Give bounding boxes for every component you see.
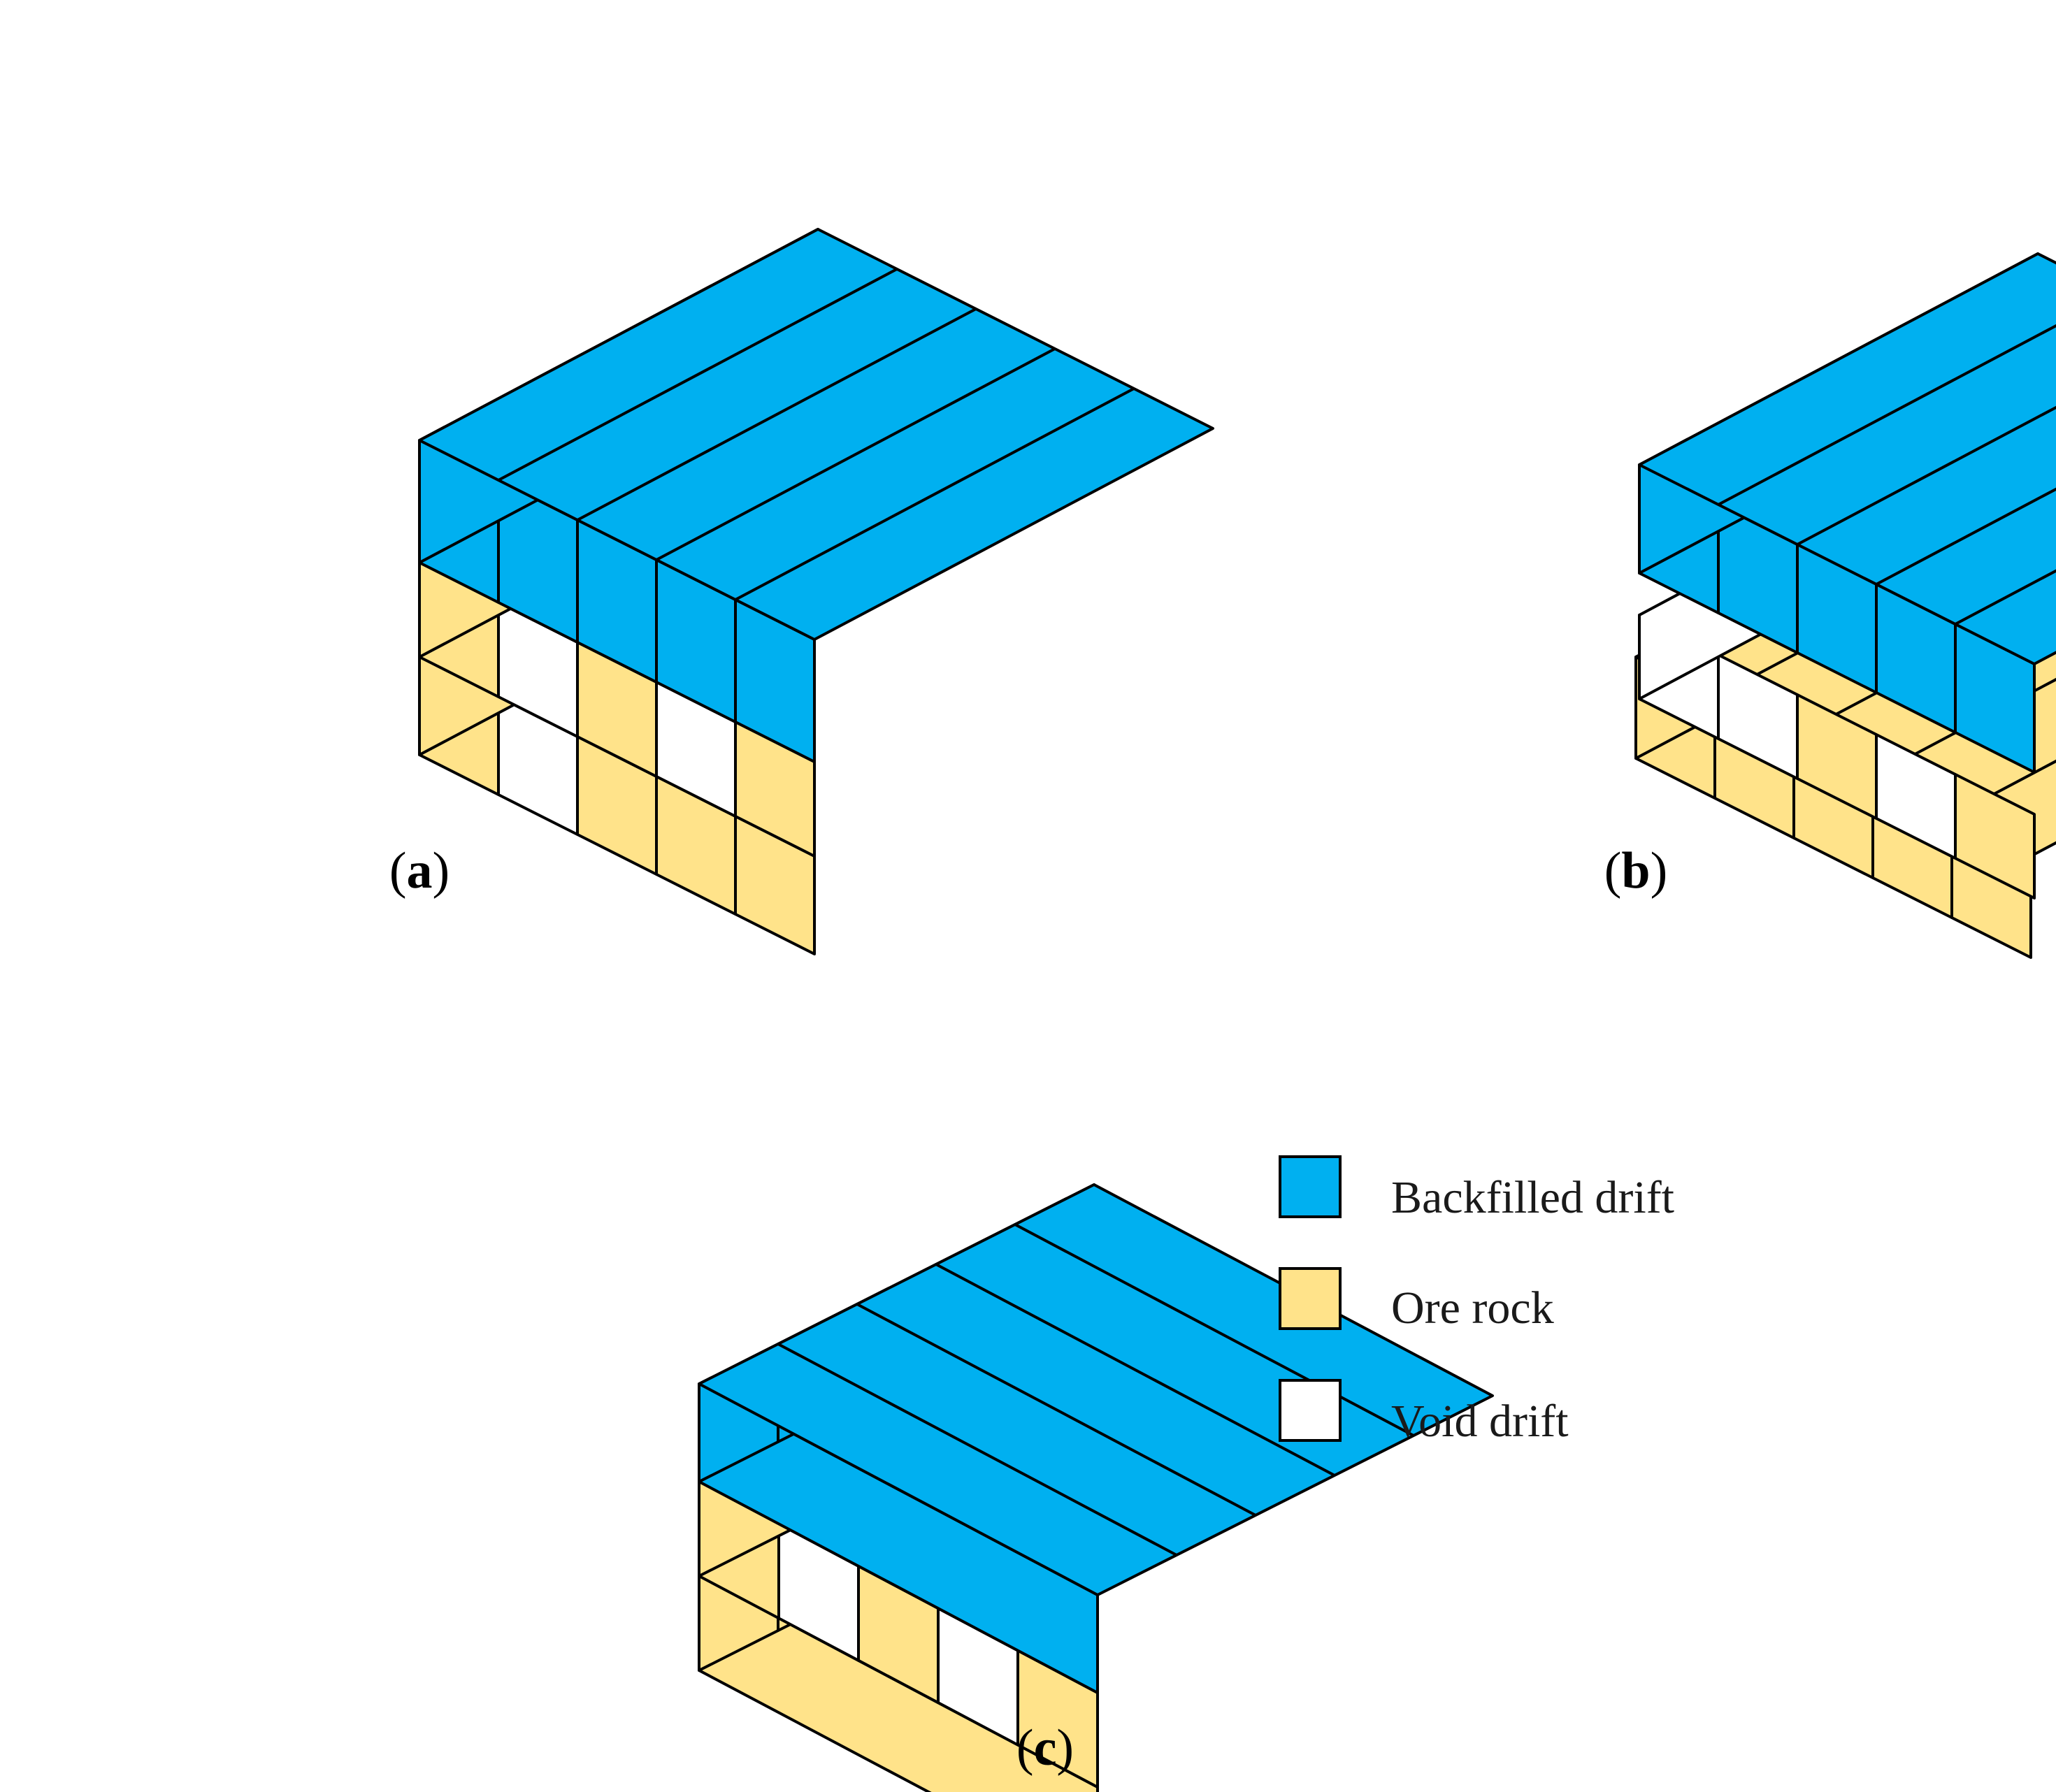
legend-label-ore: Ore rock — [1391, 1282, 1554, 1334]
a-top-stripe-2 — [656, 347, 1056, 561]
b-top-face — [1638, 252, 2056, 665]
a-top-stripe-3 — [577, 308, 977, 521]
b-top-stripe-3 — [1797, 405, 2056, 546]
caption-a: (a) — [389, 842, 450, 899]
c-top-face — [698, 1183, 1494, 1596]
caption-c: (c) — [1016, 1719, 1074, 1777]
b-top-stripe-4 — [1718, 324, 2056, 506]
b-top-stripe-1 — [1955, 569, 2056, 626]
caption-b: (b) — [1604, 842, 1667, 899]
legend: Backfilled drift Ore rock Void drift — [1279, 1155, 1674, 1447]
b-top-stripe-2 — [1876, 487, 2056, 586]
b-lower-top-stripe-2 — [1872, 677, 2056, 778]
legend-label-void: Void drift — [1391, 1396, 1569, 1447]
c-top-stripe-3 — [935, 1263, 1335, 1477]
b-lower-top-stripe-1 — [1951, 759, 2056, 818]
legend-swatch-backfill — [1279, 1155, 1342, 1218]
a-top-face — [418, 228, 1214, 641]
panel-c-block-diagram — [698, 1183, 1494, 1792]
c-top-stripe-1 — [777, 1343, 1177, 1556]
a-top-stripe-1 — [735, 387, 1135, 601]
c-top-stripe-4 — [1014, 1223, 1414, 1437]
legend-label-backfill: Backfilled drift — [1391, 1172, 1674, 1223]
legend-swatch-void — [1279, 1379, 1342, 1442]
panel-a-block-diagram — [418, 228, 1214, 955]
c-top-stripe-2 — [856, 1303, 1256, 1517]
legend-swatch-ore — [1279, 1267, 1342, 1330]
a-top-stripe-4 — [498, 268, 898, 482]
panel-b-block-diagram — [1634, 252, 2056, 959]
